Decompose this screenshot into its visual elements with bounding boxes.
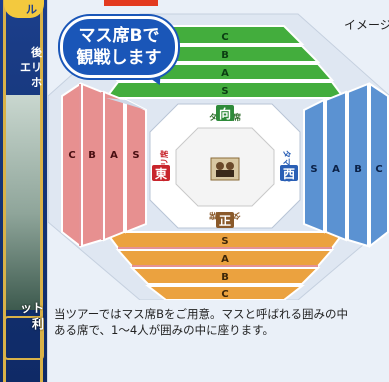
south-section: S A B C <box>104 231 346 300</box>
west-col-a <box>325 90 347 242</box>
badge-west-text: 西 <box>283 167 295 181</box>
banner-text-3: ホ <box>31 76 42 89</box>
south-row-c <box>145 285 305 300</box>
banner-bottom-line-1: ット <box>19 301 44 315</box>
east-col-c-label: C <box>68 150 75 161</box>
badge-north-text: 向 <box>219 106 231 121</box>
east-col-a <box>103 90 125 242</box>
sumo-wrestlers-icon <box>210 157 240 181</box>
side-banner[interactable]: ル 後 エリ ホ ット 利 <box>0 0 47 382</box>
banner-text-2: エリ <box>20 61 42 74</box>
arena-seating-map: C B A S S A B C C B A <box>48 13 389 300</box>
banner-logo: ル <box>4 0 44 18</box>
east-col-b <box>81 82 103 248</box>
image-note: イメージ <box>344 18 389 32</box>
east-col-c <box>61 82 81 249</box>
banner-logo-text: ル <box>26 3 37 16</box>
east-col-b-label: B <box>88 150 96 161</box>
west-col-c-label: C <box>375 164 382 175</box>
banner-bottom-line-2: 利 <box>31 317 44 331</box>
badge-east <box>152 165 170 181</box>
east-section: C B A S <box>61 82 147 249</box>
north-row-b-label: B <box>221 50 229 61</box>
south-row-c-label: C <box>221 289 228 300</box>
callout-line-1: マス席Bで <box>78 26 160 46</box>
badge-east-text: 東 <box>155 166 167 181</box>
banner-photo <box>6 95 40 310</box>
caption-text: 当ツアーではマス席Bをご用意。マスと呼ばれる囲みの中 ある席で、1～4人が囲みの… <box>54 306 389 338</box>
west-col-b-label: B <box>354 164 362 175</box>
south-row-b <box>129 267 321 285</box>
east-col-a-label: A <box>110 150 118 161</box>
badge-south <box>216 212 234 228</box>
west-col-c <box>369 82 389 249</box>
north-row-c-label: C <box>221 32 228 43</box>
banner-bottom-frame <box>4 316 44 360</box>
badge-west <box>280 165 298 181</box>
west-col-b <box>347 82 369 248</box>
north-row-s-label: S <box>221 86 228 97</box>
caption-line-1: 当ツアーではマス席Bをご用意。マスと呼ばれる囲みの中 <box>54 307 349 321</box>
badge-north <box>216 105 234 121</box>
west-col-s-label: S <box>310 164 317 175</box>
banner-text-1: 後 <box>31 46 42 59</box>
banner-bottom-text: ット 利 <box>6 300 44 332</box>
top-accent-strip <box>104 0 158 6</box>
west-col-s <box>303 98 325 234</box>
east-col-s <box>125 98 147 234</box>
south-row-b-label: B <box>221 272 229 283</box>
south-row-s-label: S <box>221 236 228 247</box>
callout-body: マス席Bで 観戦します <box>60 16 178 78</box>
corner-nw <box>106 98 146 110</box>
badge-south-text: 正 <box>219 214 231 228</box>
north-row-a-label: A <box>221 68 229 79</box>
south-row-a-label: A <box>221 254 229 265</box>
callout-bubble: マス席Bで 観戦します <box>60 16 180 90</box>
banner-frame <box>3 0 43 382</box>
west-section: S A B C <box>303 82 389 249</box>
east-col-s-label: S <box>132 150 139 161</box>
caption-line-2: ある席で、1～4人が囲みの中に座ります。 <box>54 323 275 337</box>
seating-panel: C B A S S A B C C B A <box>47 0 389 382</box>
callout-line-2: 観戦します <box>76 48 162 68</box>
west-col-a-label: A <box>332 164 340 175</box>
